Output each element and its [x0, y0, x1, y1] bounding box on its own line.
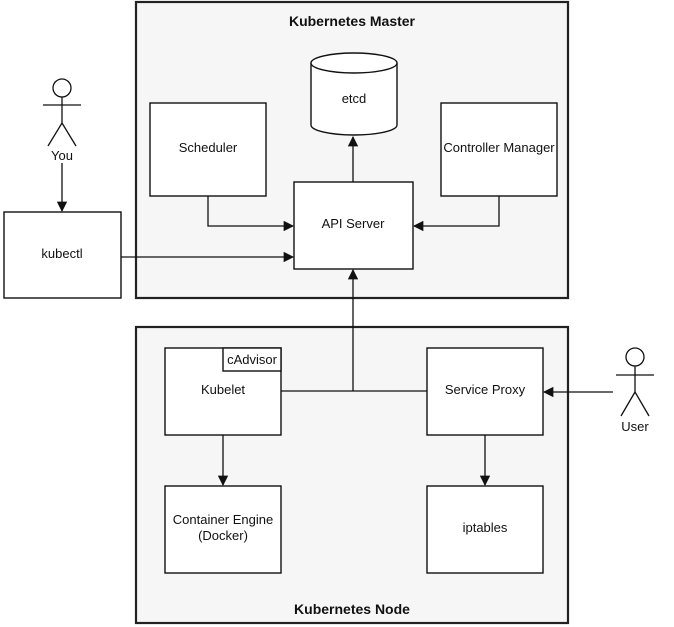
cadvisor-label: cAdvisor	[227, 352, 278, 367]
controller-manager-to-api-server-arrow	[412, 196, 500, 232]
actor-user-icon	[616, 347, 654, 417]
cadvisor-box	[222, 347, 282, 372]
etcd-label: etcd	[342, 91, 367, 106]
kubectl-box	[3, 211, 122, 299]
api-server-label: API Server	[322, 216, 386, 231]
iptables-label: iptables	[463, 520, 508, 535]
actor-you-label: You	[51, 148, 73, 163]
actor-user-label: User	[621, 419, 649, 434]
kubernetes-node-title: Kubernetes Node	[294, 601, 410, 617]
actor-you-icon	[43, 78, 81, 147]
scheduler-to-api-server-arrow	[207, 196, 295, 232]
service-proxy-label: Service Proxy	[445, 382, 526, 397]
iptables-box	[426, 485, 544, 574]
container-engine-label-line2: (Docker)	[198, 528, 248, 543]
scheduler-label: Scheduler	[179, 140, 238, 155]
kubectl-label: kubectl	[41, 246, 82, 261]
container-engine-box	[164, 485, 282, 574]
kubernetes-master-title: Kubernetes Master	[289, 13, 416, 29]
controller-manager-label: Controller Manager	[443, 140, 555, 155]
container-engine-label-line1: Container Engine	[173, 512, 273, 527]
etcd-database-icon	[310, 52, 398, 136]
service-proxy-box	[426, 347, 544, 436]
scheduler-box	[149, 102, 267, 197]
kubelet-label: Kubelet	[201, 382, 245, 397]
